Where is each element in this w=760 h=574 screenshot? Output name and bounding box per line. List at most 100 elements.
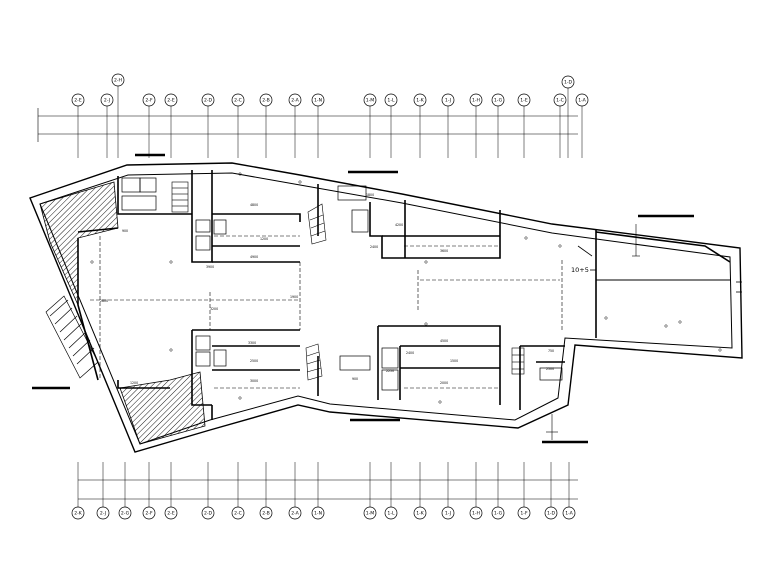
axis-label: 1-K [416, 511, 425, 517]
axis-bubble [288, 506, 302, 520]
section-cut-markers [32, 153, 694, 444]
axis-label: 1-L [387, 511, 395, 517]
axis-label: 1-F [520, 511, 528, 517]
dimension-label: 2500 [546, 367, 554, 371]
dimension-label: 1200 [260, 237, 268, 241]
axis-bubble [413, 93, 427, 107]
axis-bubble [100, 93, 114, 107]
axis-label: 2-B [262, 98, 270, 104]
structural-columns [90, 172, 722, 404]
dimension-label: 3900 [206, 265, 214, 269]
axis-bubble [142, 93, 156, 107]
axis-label: 2-C [234, 511, 242, 517]
axis-label: 2-D [204, 98, 213, 104]
axis-label: 1-J [445, 511, 451, 517]
axis-label: 1-N [314, 511, 322, 517]
dimension-label: 900 [122, 229, 128, 233]
axis-label: 1-D [547, 511, 556, 517]
axis-label: 1-C [556, 98, 564, 104]
axis-label: 2-F [145, 511, 153, 517]
axis-bubble [259, 93, 273, 107]
axis-bubble [164, 93, 178, 107]
axis-label: 2-B [262, 511, 270, 517]
axis-label: 2-K [74, 511, 83, 517]
axis-bubble [311, 506, 325, 520]
axis-bubble [384, 93, 398, 107]
axis-bubble [201, 93, 215, 107]
axis-bubble [491, 93, 505, 107]
dimension-label: 1800 [366, 193, 374, 197]
dimension-label: 3600 [440, 249, 448, 253]
axis-label: 1-A [565, 511, 573, 517]
axis-bubble [259, 506, 273, 520]
axis-bubble [363, 93, 377, 107]
dimension-label: 4900 [250, 255, 258, 259]
axis-label: 2-J [100, 511, 106, 517]
axis-label: 2-J [104, 98, 110, 104]
axis-label: 2-G [121, 511, 130, 517]
axis-bubble [575, 93, 589, 107]
wall-openings [577, 245, 742, 293]
dashed-center-lines [90, 235, 563, 389]
top-dimension-lines [37, 108, 578, 142]
dimension-label: 2000 [440, 381, 448, 385]
interior-walls [77, 170, 731, 420]
axis-bubble [562, 506, 576, 520]
dimension-label: 2400 [406, 351, 414, 355]
dimension-label: 1500 [450, 359, 458, 363]
dimension-label: 4200 [395, 223, 403, 227]
axis-label: 1-N [314, 98, 322, 104]
axis-label: 2-D [204, 511, 213, 517]
axis-label: 2-A [291, 511, 299, 517]
axis-bubble [544, 506, 558, 520]
axis-label: 1-G [494, 511, 503, 517]
dimension-label: 3200 [210, 307, 218, 311]
dimension-label: 1900 [290, 295, 298, 299]
hatched-wall-zones [39, 181, 206, 445]
axis-bubble [491, 506, 505, 520]
axis-label: 1-H [472, 511, 480, 517]
axis-bubble [142, 506, 156, 520]
bottom-dimension-lines [78, 479, 578, 500]
axis-label: 2-H [114, 78, 122, 84]
axis-bubble [118, 506, 132, 520]
level-marker [546, 224, 640, 440]
axis-bubble [71, 506, 85, 520]
axis-label: 1-M [366, 98, 375, 104]
axis-bubble [469, 506, 483, 520]
axis-bubble [96, 506, 110, 520]
axis-label: 2-E [167, 98, 175, 104]
axis-bubble [311, 93, 325, 107]
axis-label: 1-D [564, 80, 573, 86]
axis-label: 2-E [167, 511, 175, 517]
exterior-stair [45, 295, 99, 379]
axis-label: 1-K [416, 98, 425, 104]
bottom-axis-markers: 2-K 2-J 2-G 2-F 2-E 2-D 2-C 2-B 2-A 1-N 1-M 1-L 1-K 1… [71, 462, 576, 520]
dimension-label: 1200 [130, 381, 138, 385]
axis-label: 2-F [145, 98, 153, 104]
small-rooms [121, 177, 563, 391]
axis-label: 1-E [520, 98, 528, 104]
axis-bubble [469, 93, 483, 107]
axis-bubble [517, 93, 531, 107]
axis-bubble [201, 506, 215, 520]
axis-bubble [231, 93, 245, 107]
axis-bubble [517, 506, 531, 520]
axis-bubble [441, 506, 455, 520]
dimension-label: 750 [548, 349, 554, 353]
axis-bubble [288, 93, 302, 107]
axis-label: 1-A [578, 98, 586, 104]
dimension-label: 2500 [250, 359, 258, 363]
axis-label: 1-H [472, 98, 480, 104]
dimension-label: 3000 [250, 379, 258, 383]
elevation-mark: 10+5 [571, 266, 589, 274]
axis-label: 1-M [366, 511, 375, 517]
axis-bubble [553, 93, 567, 107]
dimension-label: 4500 [440, 339, 448, 343]
interior-stairs [171, 181, 525, 381]
axis-bubble [384, 506, 398, 520]
axis-label: 1-J [445, 98, 451, 104]
